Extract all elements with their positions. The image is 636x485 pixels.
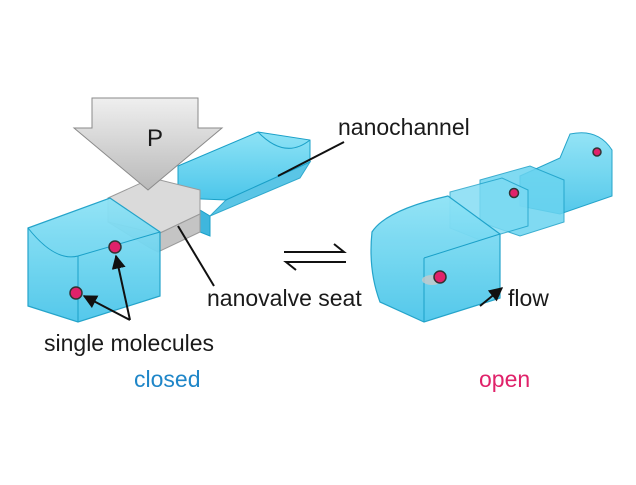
molecule-open-2 xyxy=(508,187,520,199)
flow-label: flow xyxy=(508,285,549,311)
closed-state-label: closed xyxy=(134,366,201,392)
nanovalve-seat-label: nanovalve seat xyxy=(207,285,362,311)
nanochannel-label: nanochannel xyxy=(338,114,470,140)
molecule-open-1 xyxy=(433,270,447,284)
equilibrium-arrows-icon xyxy=(283,243,347,271)
molecule-closed-1 xyxy=(108,240,122,254)
arrow-molecule-1 xyxy=(111,254,131,321)
molecule-closed-2 xyxy=(69,286,83,300)
open-channel xyxy=(370,132,613,323)
press-shape xyxy=(72,97,224,191)
leader-nanochannel xyxy=(277,141,345,177)
open-state-label: open xyxy=(479,366,531,392)
press-label: P xyxy=(147,125,164,152)
single-molecules-label: single molecules xyxy=(44,330,215,356)
arrow-molecule-2 xyxy=(82,295,131,321)
flow-arrow-icon xyxy=(479,287,504,307)
molecule-open-3 xyxy=(592,147,602,157)
leader-seat xyxy=(177,225,215,287)
closed-channel-left xyxy=(27,197,161,323)
